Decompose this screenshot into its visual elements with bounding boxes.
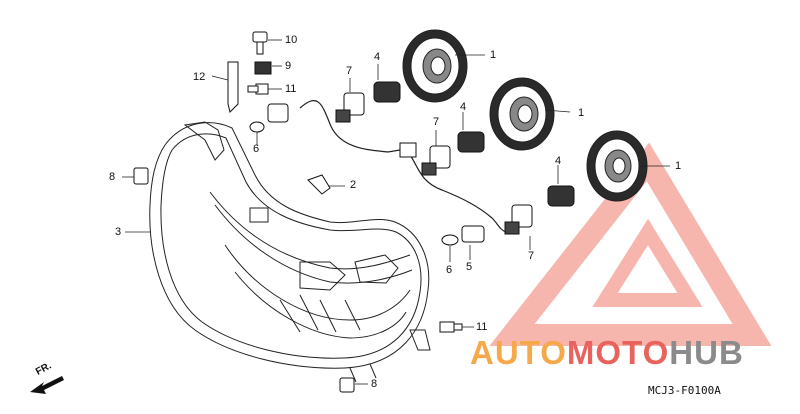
callout-2: 2 bbox=[350, 179, 357, 191]
callout-1-bottom: 1 bbox=[675, 160, 682, 172]
screw-11-lower bbox=[439, 321, 463, 333]
watermark-auto: AUTO bbox=[470, 334, 567, 371]
watermark-brand: AUTOMOTOHUB bbox=[470, 334, 744, 372]
bulb-bottom bbox=[504, 204, 533, 235]
drawing-code: MCJ3-F0100A bbox=[648, 384, 721, 397]
callout-7-top: 7 bbox=[346, 65, 353, 77]
bulb-cover-top bbox=[402, 29, 468, 103]
callout-6-lower: 6 bbox=[446, 264, 453, 276]
bulb-socket-middle bbox=[457, 131, 485, 153]
bulb-socket-top bbox=[373, 81, 401, 103]
bulb-cover-bottom bbox=[586, 130, 648, 202]
callout-11-lower: 11 bbox=[476, 321, 488, 333]
wiring-harness bbox=[299, 100, 507, 233]
callout-10: 10 bbox=[285, 34, 298, 46]
socket-assembly-upper bbox=[267, 103, 289, 123]
callout-9: 9 bbox=[285, 60, 292, 72]
callout-5: 5 bbox=[466, 261, 473, 273]
callout-4-bottom: 4 bbox=[555, 155, 562, 167]
bulb-top bbox=[335, 92, 365, 123]
callout-3: 3 bbox=[115, 226, 122, 238]
socket-5 bbox=[461, 225, 485, 243]
bulb-socket-bottom bbox=[547, 185, 575, 207]
screw-10 bbox=[252, 31, 268, 55]
bulb-cover-middle bbox=[489, 77, 555, 151]
callout-1-middle: 1 bbox=[578, 107, 585, 119]
screw-11-upper bbox=[247, 83, 269, 95]
grommet-6-upper bbox=[249, 121, 265, 133]
callout-7-middle: 7 bbox=[433, 116, 440, 128]
harness-connector bbox=[399, 142, 417, 158]
callout-1-top: 1 bbox=[490, 49, 497, 61]
callout-4-middle: 4 bbox=[460, 101, 467, 113]
callout-8-upper: 8 bbox=[109, 171, 116, 183]
callout-11-upper: 11 bbox=[285, 83, 297, 95]
watermark-triangle-logo bbox=[489, 142, 772, 346]
nut-8-lower bbox=[339, 377, 355, 393]
bracket-12 bbox=[227, 61, 239, 113]
callout-8-lower: 8 bbox=[371, 378, 378, 390]
watermark-hub: HUB bbox=[669, 334, 744, 371]
callout-12: 12 bbox=[193, 71, 206, 83]
leader-lines bbox=[122, 39, 670, 385]
clip-2 bbox=[307, 174, 331, 195]
callout-7-bottom: 7 bbox=[528, 250, 535, 262]
grommet-6-lower bbox=[441, 234, 459, 246]
front-direction-arrow bbox=[30, 376, 64, 394]
bulb-middle bbox=[421, 145, 451, 176]
callout-6-upper: 6 bbox=[253, 143, 260, 155]
watermark-moto: MOTO bbox=[566, 334, 670, 371]
headlight-housing bbox=[149, 121, 431, 383]
clip-nut-9 bbox=[254, 61, 272, 75]
callout-4-top: 4 bbox=[374, 51, 381, 63]
nut-8-upper bbox=[133, 167, 149, 185]
